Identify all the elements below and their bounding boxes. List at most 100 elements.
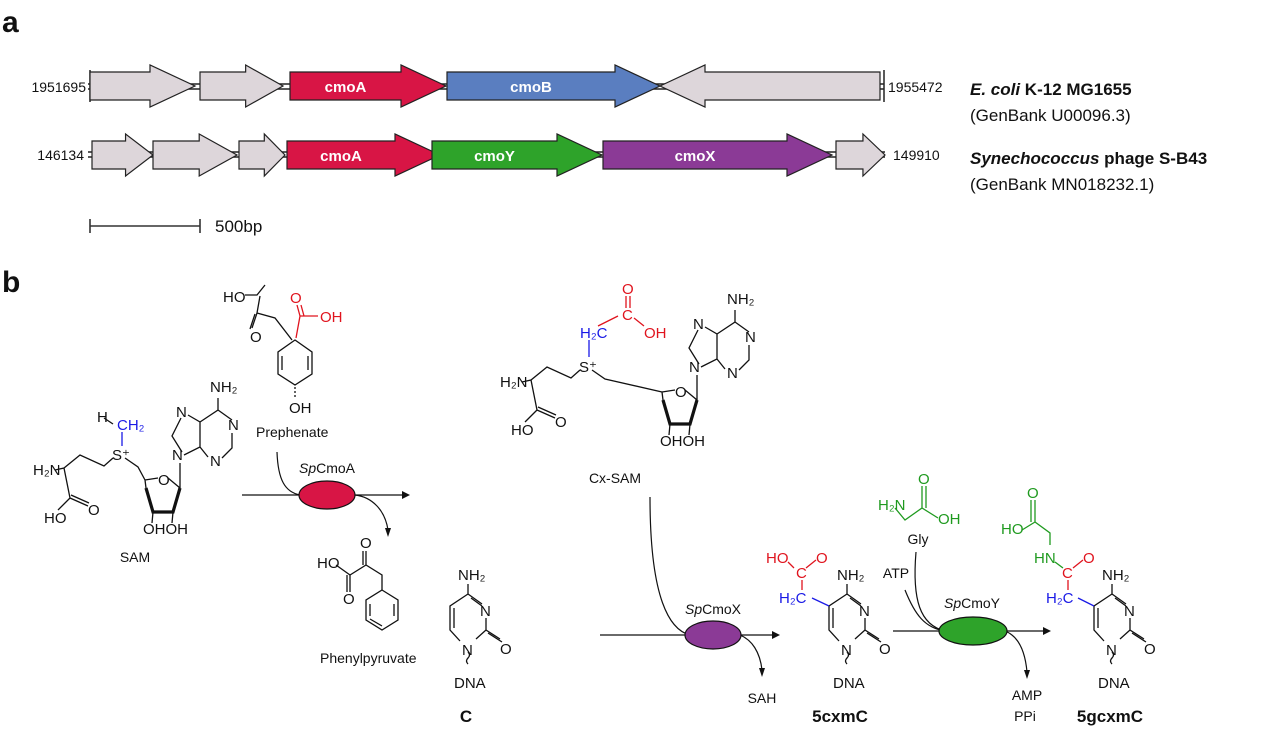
atom: H₂C bbox=[580, 325, 608, 342]
atom: HO bbox=[511, 422, 534, 439]
atom: OHOH bbox=[660, 433, 705, 450]
atom: O bbox=[158, 472, 170, 489]
scale-bar: 500bp bbox=[89, 217, 262, 236]
reaction-cmox: SpCmoX SAH bbox=[600, 496, 780, 706]
atom: HN bbox=[1034, 550, 1056, 567]
enzyme-name: CmoA bbox=[316, 460, 356, 476]
atom: OH bbox=[938, 511, 961, 528]
compound-label-5gcxmc: 5gcxmC bbox=[1077, 707, 1143, 726]
organism-name: E. coli K-12 MG1655 bbox=[970, 80, 1132, 99]
atom: NH₂ bbox=[837, 567, 865, 584]
accession: (GenBank MN018232.1) bbox=[970, 175, 1154, 194]
gene-arrow bbox=[91, 132, 154, 178]
enzyme-cmoy-ellipse bbox=[938, 616, 1008, 646]
organism-name: Synechococcus phage S-B43 bbox=[970, 149, 1207, 168]
atom: O bbox=[816, 550, 828, 567]
atom: NH₂ bbox=[210, 379, 238, 396]
organism-strain: phage S-B43 bbox=[1099, 149, 1207, 168]
enzyme-species-prefix: Sp bbox=[944, 595, 961, 611]
atom: NH₂ bbox=[458, 567, 486, 584]
atom: H₂N bbox=[33, 462, 61, 479]
accession: (GenBank U00096.3) bbox=[970, 106, 1131, 125]
gene-arrow bbox=[89, 64, 197, 108]
atom: O bbox=[675, 384, 687, 401]
atom: H₂C bbox=[1046, 590, 1074, 607]
atom: OHOH bbox=[143, 521, 188, 538]
atom: DNA bbox=[1098, 675, 1130, 692]
gene-arrow bbox=[238, 132, 286, 178]
gene-arrow-cmoY bbox=[431, 133, 604, 177]
compound-label-cx-sam: Cx-SAM bbox=[589, 470, 641, 486]
atom: C bbox=[1062, 565, 1073, 582]
product-ppi: PPi bbox=[1014, 708, 1036, 724]
atom: N bbox=[176, 404, 187, 421]
atom: O bbox=[360, 535, 372, 552]
gene-label: cmoA bbox=[325, 79, 367, 96]
atom: H₂N bbox=[878, 497, 906, 514]
atom: N bbox=[480, 603, 491, 620]
compound-label-sam: SAM bbox=[120, 549, 150, 565]
atom: O bbox=[1083, 550, 1095, 567]
atom: C bbox=[796, 565, 807, 582]
atom: O bbox=[1144, 641, 1156, 658]
atom: CH₂ bbox=[117, 417, 145, 434]
atom: O bbox=[918, 471, 930, 488]
enzyme-species-prefix: Sp bbox=[685, 601, 702, 617]
atom: NH₂ bbox=[1102, 567, 1130, 584]
gene-arrow-cmoA bbox=[286, 133, 442, 177]
atom: N bbox=[689, 359, 700, 376]
atom: S⁺ bbox=[112, 447, 130, 464]
organism-strain: K-12 MG1655 bbox=[1020, 80, 1132, 99]
gene-arrow bbox=[835, 132, 886, 178]
atom: H bbox=[97, 409, 108, 426]
atom: O bbox=[343, 591, 355, 608]
atom: N bbox=[462, 642, 473, 659]
panel-b-label: b bbox=[2, 266, 20, 299]
atom: O bbox=[290, 290, 302, 307]
atom: O bbox=[500, 641, 512, 658]
atom: N bbox=[693, 316, 704, 333]
atom: HO bbox=[766, 550, 789, 567]
atom: O bbox=[250, 329, 262, 346]
start-coordinate: 1951695 bbox=[31, 79, 86, 95]
enzyme-cmoa-ellipse bbox=[298, 480, 356, 510]
atom: OH bbox=[320, 309, 343, 326]
atom: HO bbox=[223, 289, 246, 306]
enzyme-label: SpCmoX bbox=[685, 601, 742, 617]
enzyme-species-prefix: Sp bbox=[299, 460, 316, 476]
atom: HO bbox=[1001, 521, 1024, 538]
atom: DNA bbox=[454, 675, 486, 692]
atom: O bbox=[88, 502, 100, 519]
gene-label: cmoB bbox=[510, 79, 552, 96]
product-sah: SAH bbox=[748, 690, 777, 706]
organism-genus: Synechococcus bbox=[970, 149, 1099, 168]
enzyme-name: CmoY bbox=[961, 595, 1001, 611]
compound-label-prephenate: Prephenate bbox=[256, 424, 329, 440]
atom: N bbox=[859, 603, 870, 620]
atom: N bbox=[210, 453, 221, 470]
cosubstrate-atp: ATP bbox=[883, 565, 909, 581]
start-coordinate: 146134 bbox=[37, 147, 84, 163]
organism-genus: E. coli bbox=[970, 80, 1021, 99]
reaction-cmoa: SpCmoA bbox=[242, 451, 410, 537]
prephenate-structure: HO O O OH OH Prephenate bbox=[223, 284, 343, 440]
enzyme-name: CmoX bbox=[702, 601, 742, 617]
gene-label: cmoY bbox=[474, 148, 515, 165]
enzyme-label: SpCmoA bbox=[299, 460, 356, 476]
enzyme-cmox-ellipse bbox=[684, 620, 742, 650]
atom: O bbox=[879, 641, 891, 658]
end-coordinate: 149910 bbox=[893, 147, 940, 163]
atom: H₂N bbox=[500, 374, 528, 391]
gene-arrow bbox=[199, 63, 285, 109]
glycine-structure: H₂N O OH Gly bbox=[878, 471, 961, 547]
atom: OH bbox=[289, 400, 312, 417]
panel-a-label: a bbox=[2, 6, 19, 39]
atom: C bbox=[622, 307, 633, 324]
